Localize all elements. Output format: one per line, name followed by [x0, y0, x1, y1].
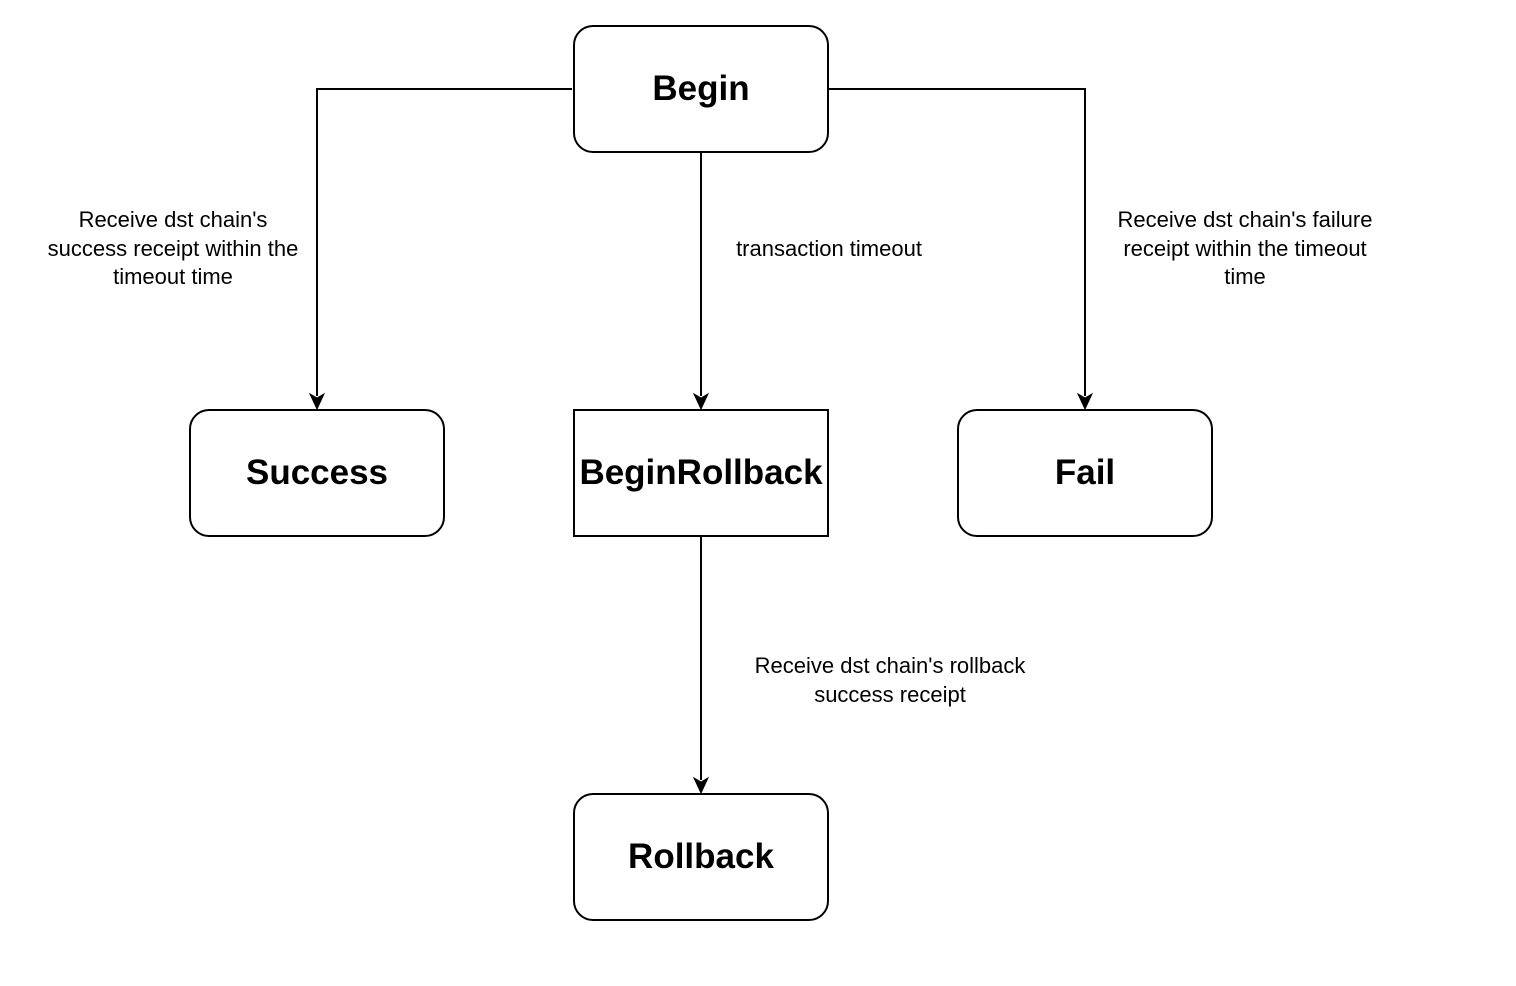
edge-label-rollback: Receive dst chain's rollback success rec… [730, 652, 1050, 709]
arrowhead-success [308, 392, 326, 411]
node-success: Success [189, 409, 445, 537]
node-fail: Fail [957, 409, 1213, 537]
arrowhead-fail [1076, 392, 1094, 411]
edge-label-success: Receive dst chain's success receipt with… [23, 206, 323, 292]
node-rollback: Rollback [573, 793, 829, 921]
edge-label-timeout: transaction timeout [715, 235, 943, 264]
node-begin: Begin [573, 25, 829, 153]
edge-label-timeout-line-1: transaction timeout [736, 236, 922, 261]
edge-begin-to-fail [829, 88, 1086, 396]
edge-begin-to-success [316, 88, 572, 396]
arrowhead-rollback [692, 776, 710, 795]
node-begin-rollback: BeginRollback [573, 409, 829, 537]
edge-label-fail: Receive dst chain's failure receipt with… [1090, 206, 1400, 292]
edge-label-rollback-line-2: success receipt [814, 681, 966, 707]
edge-label-fail-line-2: receipt within the timeout [1123, 235, 1367, 261]
edge-label-fail-line-1: Receive dst chain's failure [1117, 207, 1373, 232]
edge-label-fail-line-3: time [1224, 264, 1266, 289]
edge-label-rollback-line-1: Receive dst chain's rollback [754, 653, 1026, 678]
edge-label-success-line-2: success receipt within the [47, 235, 299, 261]
arrowhead-beginrollback [692, 392, 710, 411]
edge-label-success-line-1: Receive dst chain's [78, 207, 268, 232]
edge-label-success-line-3: timeout time [113, 264, 233, 289]
